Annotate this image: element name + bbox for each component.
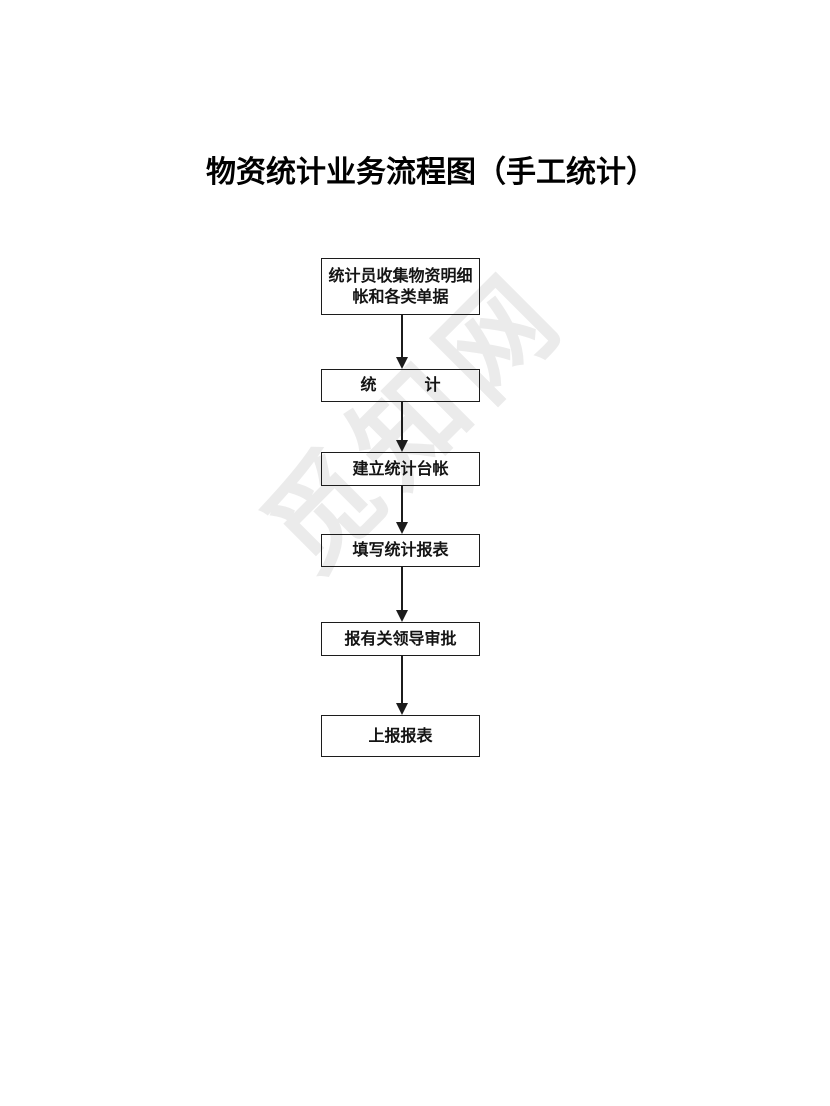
node-label-line: 报有关领导审批 [344,630,457,648]
node-label-line: 统 计 [360,377,441,394]
node-label-line: 统计员收集物资明细 [328,267,473,285]
flow-node-fill-report: 填写统计报表 [321,534,480,567]
arrow-line [401,402,403,442]
arrow-head [395,703,408,715]
arrow-down-icon [395,315,409,369]
flow-node-leader-approval: 报有关领导审批 [321,622,480,656]
arrow-head [395,440,408,452]
arrow-line [401,567,403,612]
arrow-line [401,656,403,705]
arrow-head [395,610,408,622]
flow-node-create-ledger: 建立统计台帐 [321,452,480,486]
flow-node-collect-documents: 统计员收集物资明细 帐和各类单据 [321,258,480,315]
node-label-line: 建立统计台帐 [352,460,449,478]
arrow-line [401,315,403,359]
node-label-line: 帐和各类单据 [352,288,449,306]
flow-node-statistics: 统 计 [321,369,480,402]
node-label-line: 填写统计报表 [352,542,449,559]
arrow-down-icon [395,402,409,452]
arrow-down-icon [395,656,409,715]
arrow-line [401,486,403,524]
arrow-down-icon [395,486,409,534]
node-label-line: 上报报表 [368,727,433,745]
flow-node-submit-report: 上报报表 [321,715,480,757]
arrow-down-icon [395,567,409,622]
page-title: 物资统计业务流程图（手工统计） [206,156,656,189]
arrow-head [395,357,408,369]
arrow-head [395,522,408,534]
